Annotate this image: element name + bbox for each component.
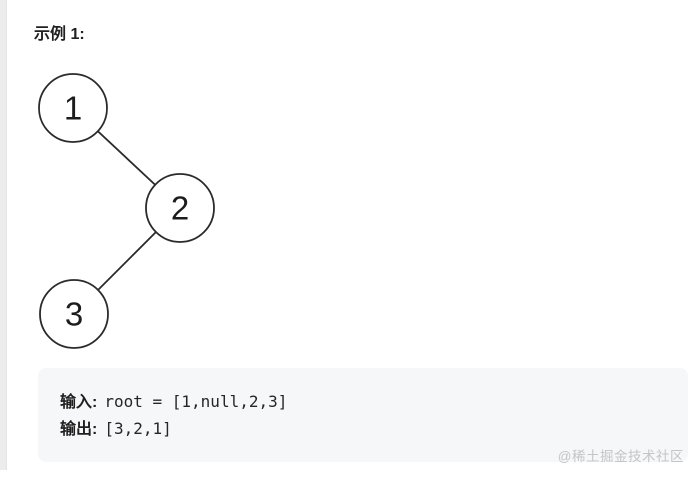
output-line: 输出: [3,2,1] (60, 416, 664, 443)
input-value: root = [1,null,2,3] (104, 392, 288, 411)
binary-tree-diagram: 1 2 3 (38, 73, 215, 349)
example-io-block: 输入: root = [1,null,2,3] 输出: [3,2,1] (38, 368, 688, 462)
input-line: 输入: root = [1,null,2,3] (60, 389, 664, 416)
page-left-edge-strip (0, 0, 7, 470)
tree-node-label: 1 (64, 90, 82, 127)
output-label: 输出: (60, 421, 98, 438)
input-label: 输入: (60, 394, 98, 411)
tree-node-circle (39, 279, 109, 349)
tree-node-label: 3 (65, 296, 83, 333)
tree-node-circle (145, 173, 215, 243)
tree-node-label: 2 (171, 190, 189, 227)
tree-node-circle (38, 73, 108, 143)
example-heading: 示例 1: (34, 26, 85, 43)
output-value: [3,2,1] (104, 419, 172, 438)
watermark: @稀土掘金技术社区 (557, 449, 684, 464)
